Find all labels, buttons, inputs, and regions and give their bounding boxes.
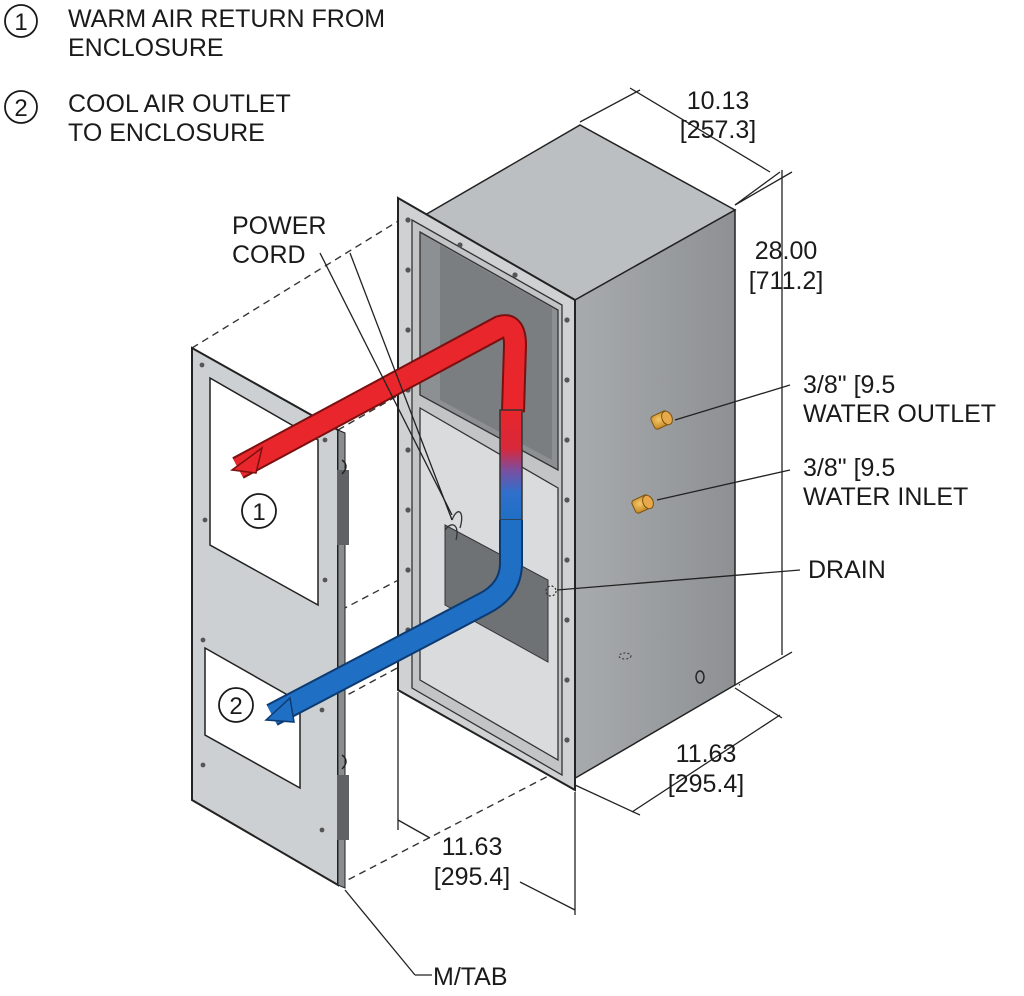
depth-dimension-in: 10.13 <box>687 87 750 115</box>
mtab-label: M/TAB <box>433 963 508 991</box>
legend-text-1b: ENCLOSURE <box>68 34 224 62</box>
water-inlet-size: 3/8" [9.5 <box>803 454 895 482</box>
legend-text-2b: TO ENCLOSURE <box>68 119 265 147</box>
legend-number-2: 2 <box>14 95 27 122</box>
outlet-cutout <box>204 646 301 790</box>
height-dimension-mm: [711.2] <box>749 267 824 295</box>
side-hole <box>695 670 705 684</box>
power-cord-label-2: CORD <box>232 241 306 269</box>
unit-housing <box>397 124 737 792</box>
front-width-dimension-in: 11.63 <box>442 833 503 861</box>
water-outlet-size: 3/8" [9.5 <box>803 371 895 399</box>
legend-item-1: 1 WARM AIR RETURN FROM ENCLOSURE <box>4 4 385 62</box>
number-circle-1-icon <box>4 4 38 38</box>
power-cord <box>444 511 463 541</box>
marker-2-icon <box>218 687 254 723</box>
housing-side <box>571 208 736 782</box>
marker-2: 2 <box>218 687 254 723</box>
panel-holes <box>199 362 328 833</box>
water-outlet-fitting <box>650 410 673 430</box>
bottom-hole <box>618 652 632 660</box>
legend-item-2: 2 COOL AIR OUTLET TO ENCLOSURE <box>4 90 291 147</box>
legend-text-1a: WARM AIR RETURN FROM <box>68 5 385 33</box>
right-width-dimension-in: 11.63 <box>676 740 737 768</box>
drain-label: DRAIN <box>808 556 886 584</box>
drain-port <box>545 585 557 597</box>
legend-text-2a: COOL AIR OUTLET <box>68 90 291 118</box>
front-width-dimension-mm: [295.4] <box>434 863 510 891</box>
water-inlet-fitting <box>631 494 654 514</box>
height-dimension-in: 28.00 <box>755 237 818 265</box>
flange-holes <box>405 217 570 743</box>
marker-1: 1 <box>241 493 277 529</box>
m-tab-upper <box>337 470 349 545</box>
transition-arrow <box>499 409 523 521</box>
marker-2-number: 2 <box>229 693 242 720</box>
number-circle-2-icon <box>4 90 38 124</box>
marker-1-number: 1 <box>252 499 265 526</box>
warm-air-arrow <box>230 314 527 479</box>
marker-1-icon <box>241 493 277 529</box>
legend-number-1: 1 <box>14 9 27 36</box>
water-inlet-label: WATER INLET <box>803 483 968 511</box>
depth-dimension-mm: [257.3] <box>680 116 756 144</box>
m-tab-lower <box>337 775 349 840</box>
dimension-lines <box>319 87 801 976</box>
water-outlet-label: WATER OUTLET <box>803 400 996 428</box>
right-width-dimension-mm: [295.4] <box>668 770 744 798</box>
power-cord-label-1: POWER <box>232 212 326 240</box>
cool-air-arrow <box>264 520 523 726</box>
